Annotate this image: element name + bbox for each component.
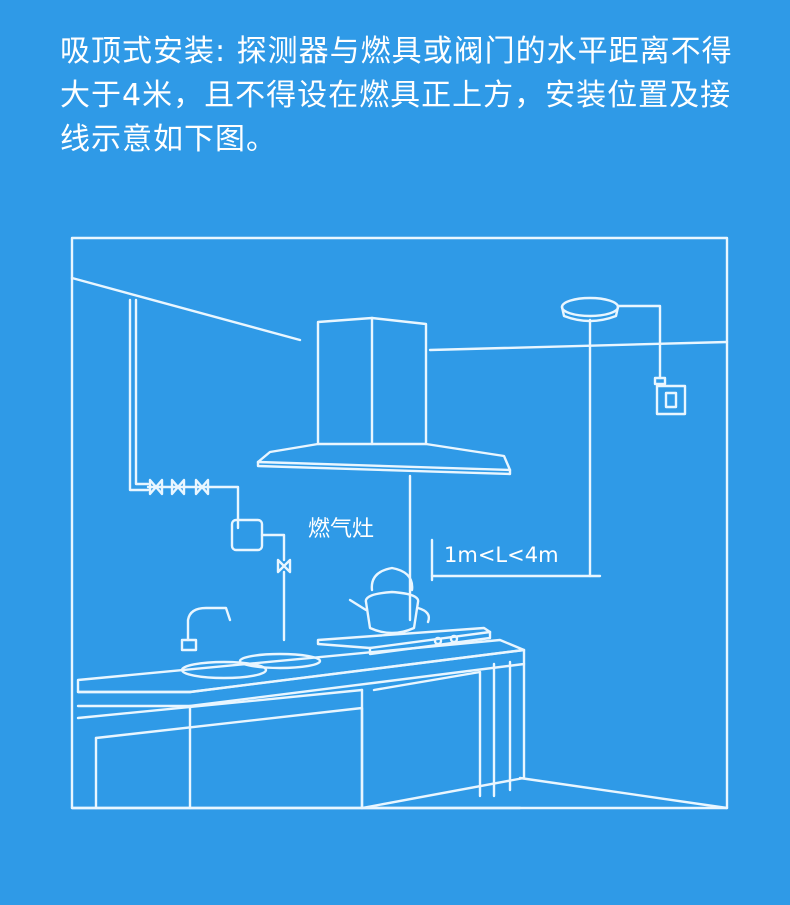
distance-label: 1m<L<4m (444, 543, 559, 567)
faucet (180, 606, 232, 652)
kettle (348, 566, 431, 635)
kitchen-installation-diagram: 燃气灶 1m<L<4m (0, 225, 790, 815)
sink (180, 652, 322, 680)
room-outline (70, 236, 729, 810)
power-socket (655, 384, 687, 416)
gas-pipeline (128, 298, 292, 642)
range-hood (256, 316, 512, 476)
kitchen-counter (76, 638, 526, 810)
stove-label: 燃气灶 (308, 517, 374, 542)
ceiling-gas-detector (560, 296, 667, 386)
installation-instructions: 吸顶式安装: 探测器与燃具或阀门的水平距离不得大于4米，且不得设在燃具正上方，安… (60, 34, 733, 157)
distance-marker (408, 318, 602, 622)
